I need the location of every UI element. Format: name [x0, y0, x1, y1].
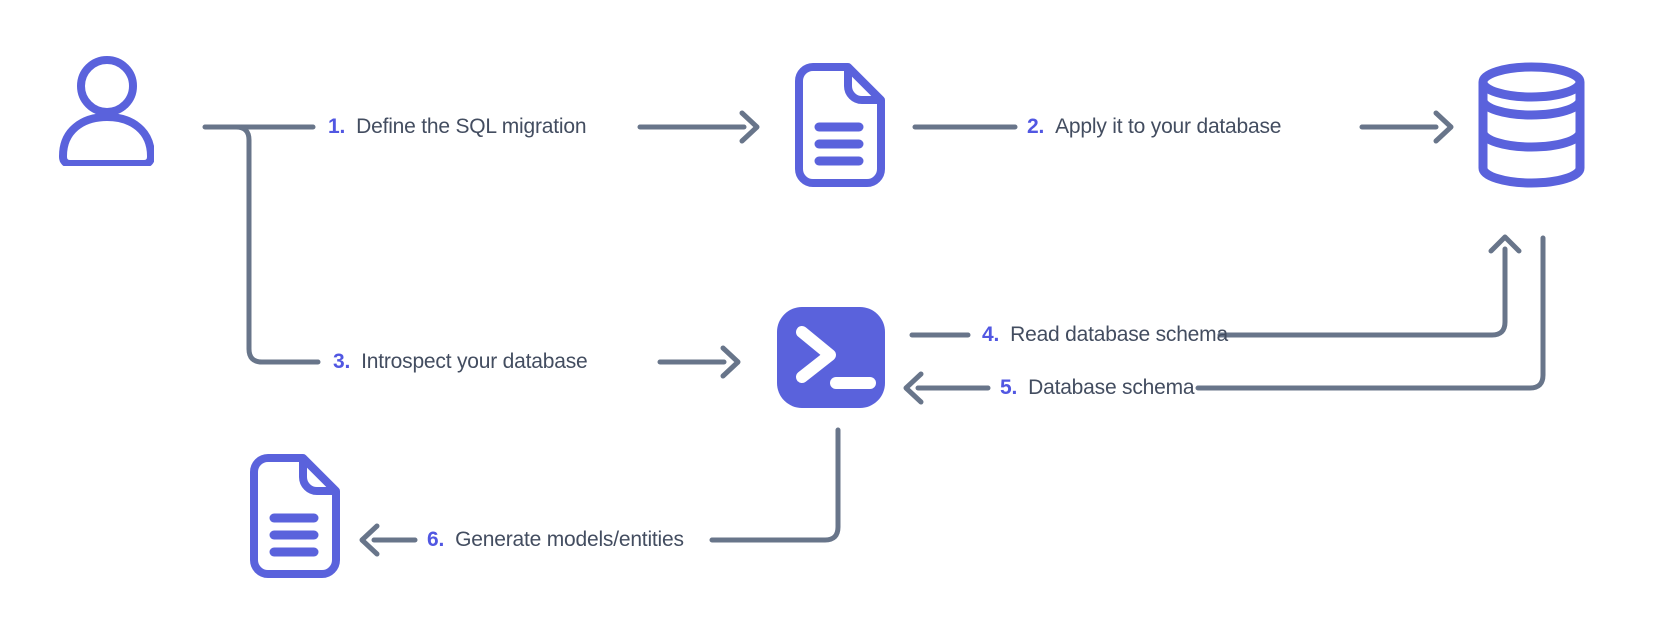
- arrow-step2-to-database: [1359, 110, 1454, 144]
- step-label-4: 4. Read database schema: [982, 323, 1228, 347]
- arrow-step5-to-terminal: [903, 371, 991, 405]
- step-number: 2.: [1027, 115, 1045, 138]
- line-user-branch-to-step3: [233, 124, 321, 365]
- step-number: 4.: [982, 323, 1000, 346]
- step-number: 5.: [1000, 376, 1018, 399]
- step-text: Introspect your database: [361, 350, 588, 373]
- line-terminal-to-step6: [709, 427, 841, 543]
- step-number: 1.: [328, 115, 346, 138]
- step-label-5: 5. Database schema: [1000, 376, 1195, 400]
- step-label-6: 6. Generate models/entities: [427, 528, 684, 552]
- terminal-icon: [777, 307, 885, 408]
- step-text: Apply it to your database: [1055, 115, 1282, 138]
- arrow-step1-to-migration-file: [637, 110, 760, 144]
- arrow-step6-to-models-file: [359, 523, 418, 557]
- step-text: Generate models/entities: [455, 528, 684, 551]
- step-text: Database schema: [1028, 376, 1195, 399]
- arrow-step3-to-terminal: [657, 345, 741, 379]
- file-text-icon: [250, 454, 340, 578]
- arrow-step4-to-database: [1217, 234, 1522, 338]
- database-icon: [1478, 62, 1585, 188]
- step-number: 3.: [333, 350, 351, 373]
- user-icon: [59, 56, 154, 166]
- step-label-3: 3. Introspect your database: [333, 350, 588, 374]
- step-text: Define the SQL migration: [356, 115, 587, 138]
- line-database-to-step5: [1195, 235, 1546, 391]
- step-label-1: 1. Define the SQL migration: [328, 115, 587, 139]
- step-text: Read database schema: [1010, 323, 1228, 346]
- step-number: 6.: [427, 528, 445, 551]
- file-text-icon: [795, 63, 885, 187]
- step-label-2: 2. Apply it to your database: [1027, 115, 1281, 139]
